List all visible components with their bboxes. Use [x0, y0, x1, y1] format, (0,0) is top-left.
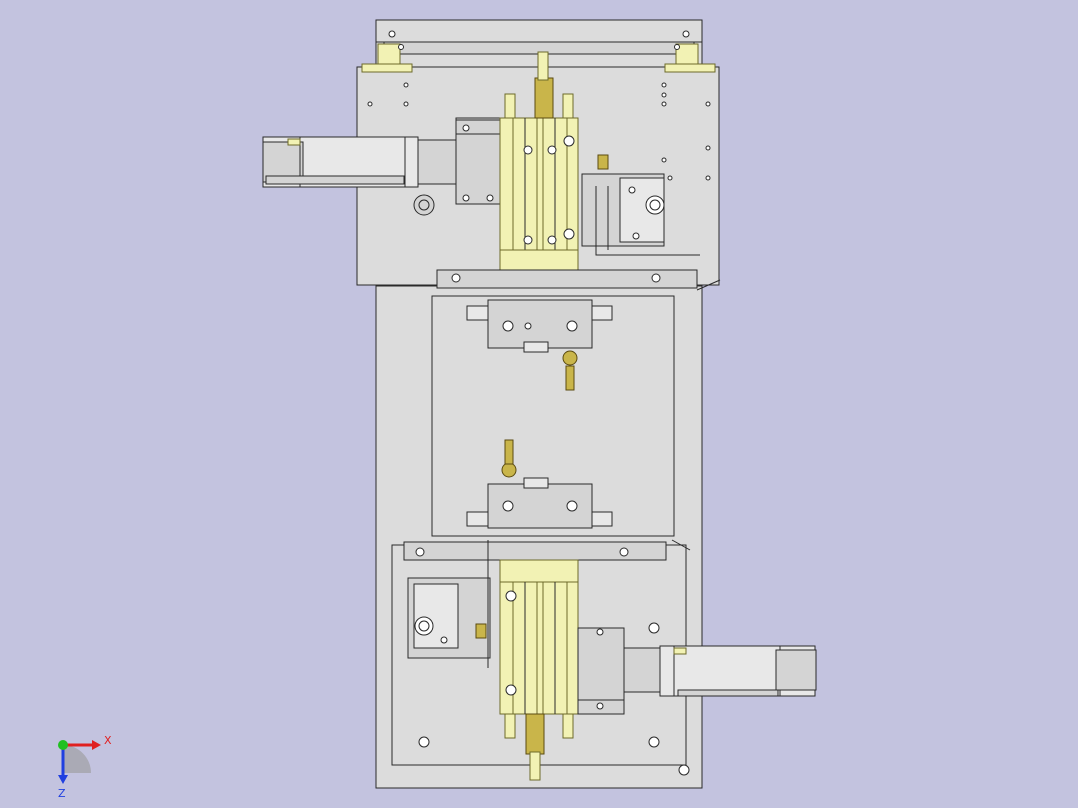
lower-linear-slide: [499, 559, 579, 781]
upper-servo-motor: [262, 117, 503, 205]
upper-gripper-head: [466, 299, 613, 391]
z-axis-label: Z: [58, 787, 66, 800]
lower-gripper-head: [466, 439, 613, 529]
lower-crossbar: [403, 539, 691, 561]
upper-clamp-block: [581, 154, 700, 256]
upper-left-bearing: [413, 194, 435, 216]
lower-servo-motor: [577, 627, 817, 715]
lower-clamp-block: [407, 540, 491, 668]
view-orientation-triad[interactable]: X Z: [58, 734, 112, 800]
center-window: [431, 295, 675, 537]
upper-crossbar: [436, 269, 721, 291]
x-axis-label: X: [104, 734, 112, 747]
